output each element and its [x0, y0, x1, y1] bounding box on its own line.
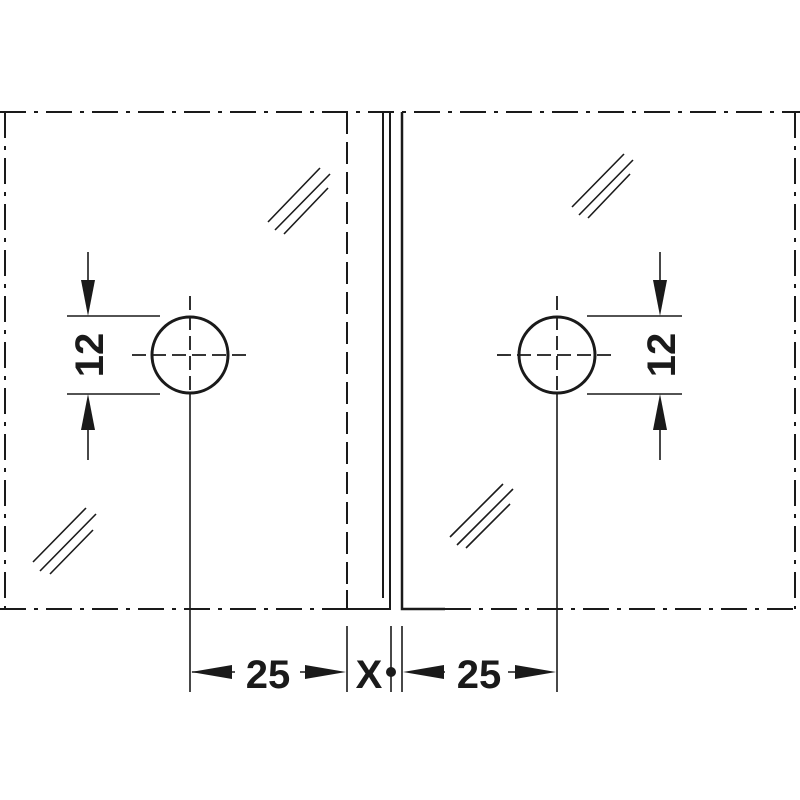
- glass-hatch: [32, 153, 634, 575]
- right-panel-edge: [400, 112, 445, 611]
- dimension-25-left: 25: [246, 653, 291, 697]
- dimension-12-left: 12: [68, 333, 112, 378]
- arrowheads: [81, 280, 667, 679]
- dimension-25-right: 25: [457, 653, 502, 697]
- glass-outline: [0, 111, 800, 610]
- hole-right: [497, 296, 615, 395]
- hole-left: [132, 296, 250, 395]
- dimension-gap-x: X: [356, 653, 383, 697]
- extension-lines: [67, 252, 682, 692]
- dimension-12-right: 12: [640, 333, 684, 378]
- left-panel-edge: [346, 112, 391, 610]
